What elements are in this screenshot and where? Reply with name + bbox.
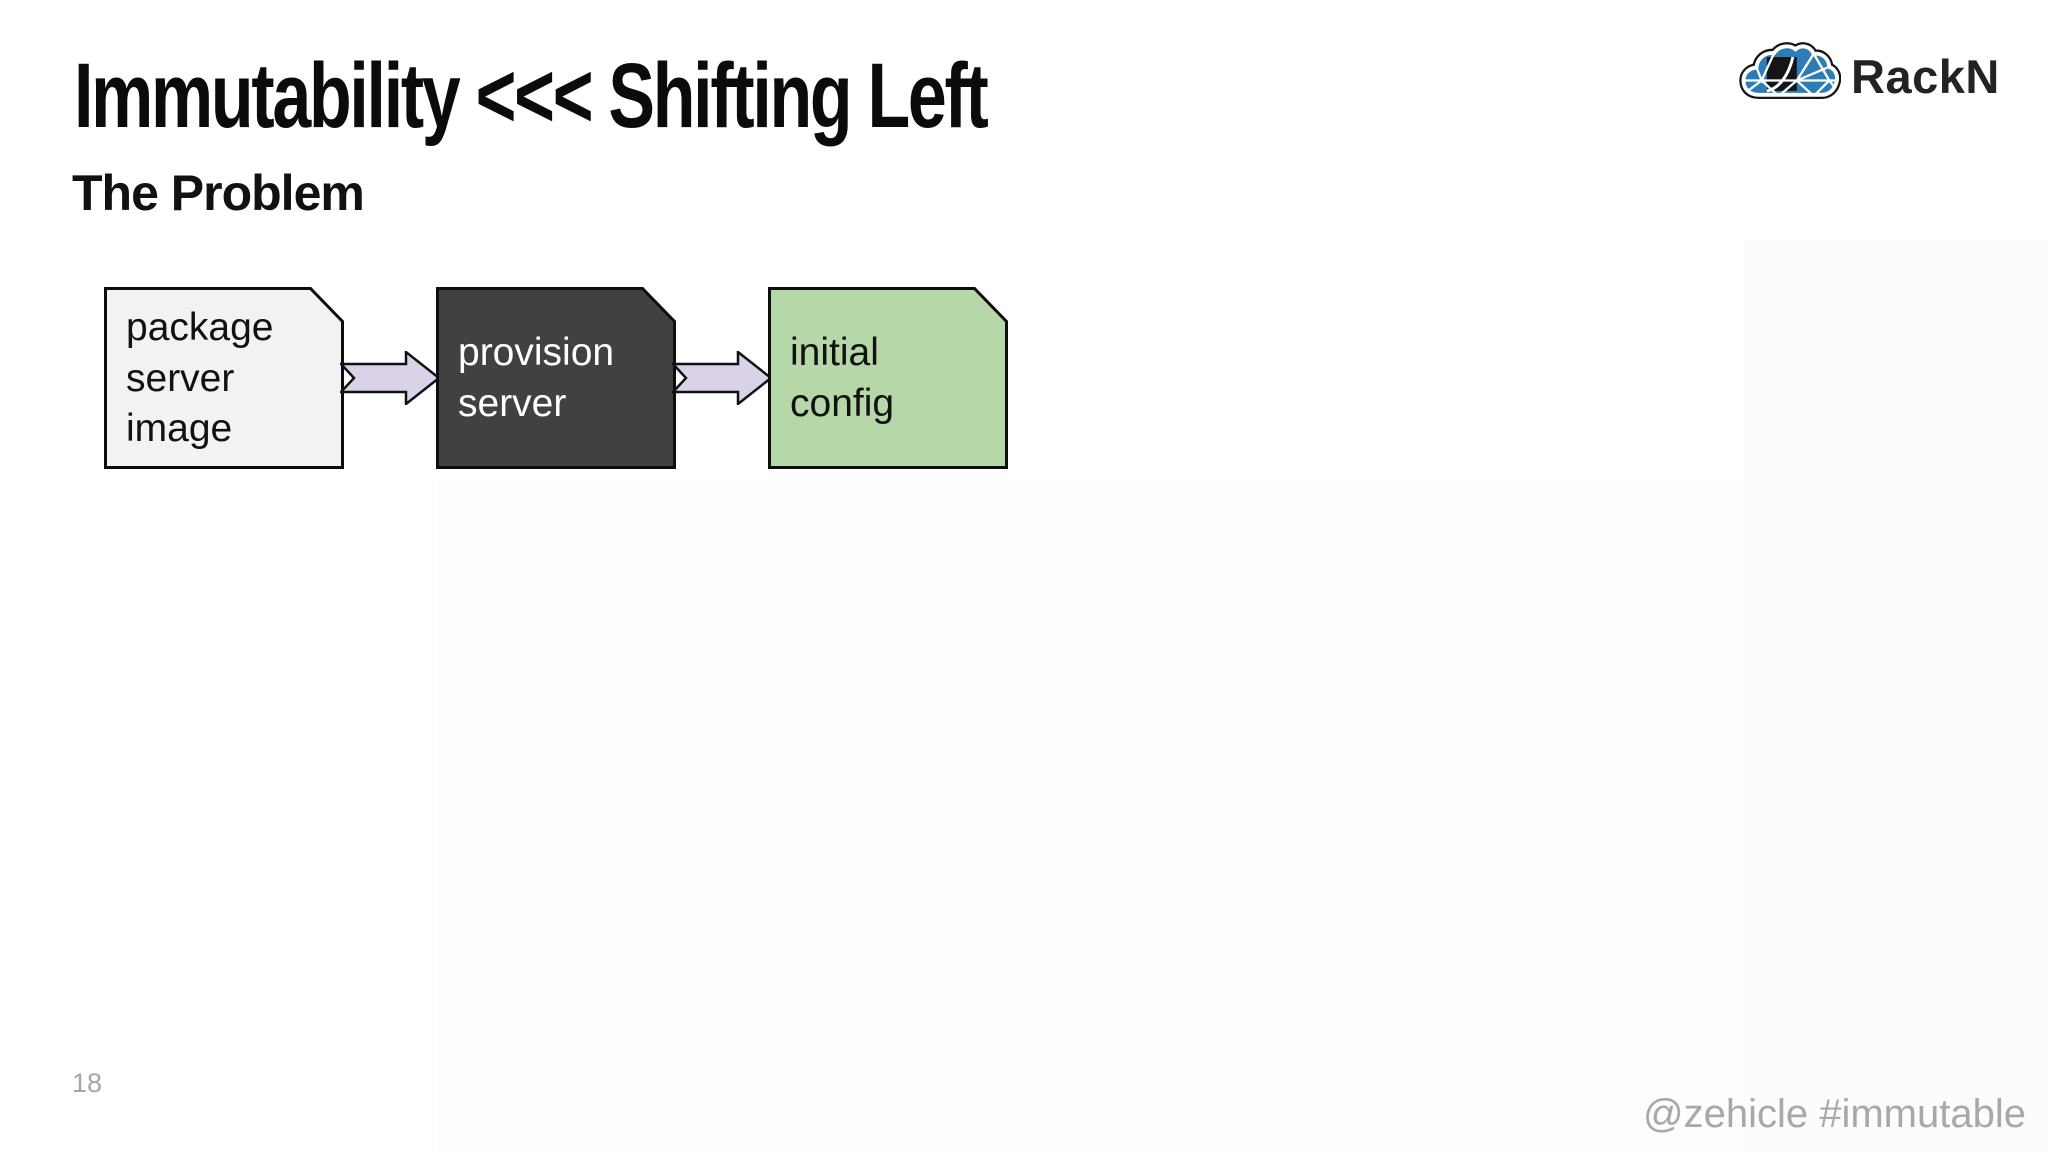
slide-title: Immutability <<< Shifting Left (74, 45, 989, 147)
notched-right-arrow-icon (340, 351, 440, 405)
snipped-corner-shape (104, 287, 344, 469)
page-number: 18 (72, 1068, 103, 1098)
rackn-wordmark: RackN (1851, 49, 2000, 103)
snipped-corner-shape (436, 287, 676, 469)
snipped-corner-shape (768, 287, 1008, 469)
doc-shape-label: provision server (458, 331, 615, 425)
slide-subtitle: The Problem (72, 165, 365, 221)
doc-shape-label: initial config (790, 331, 895, 425)
doc-shape-provision-server: provision server (436, 287, 676, 469)
viewer-shade-bottom (437, 480, 1744, 1152)
cloud-mesh-icon (1739, 42, 1841, 100)
doc-shape-initial-config: initial config (768, 287, 1008, 469)
notched-right-arrow-icon (672, 351, 772, 405)
doc-shape-label: package server image (126, 305, 274, 451)
doc-shape-package-server-image: package server image (104, 287, 344, 469)
social-handle: @zehicle #immutable (1643, 1092, 2026, 1136)
viewer-shade-right (1744, 240, 2048, 1152)
rackn-logo: RackN (1737, 40, 2000, 108)
